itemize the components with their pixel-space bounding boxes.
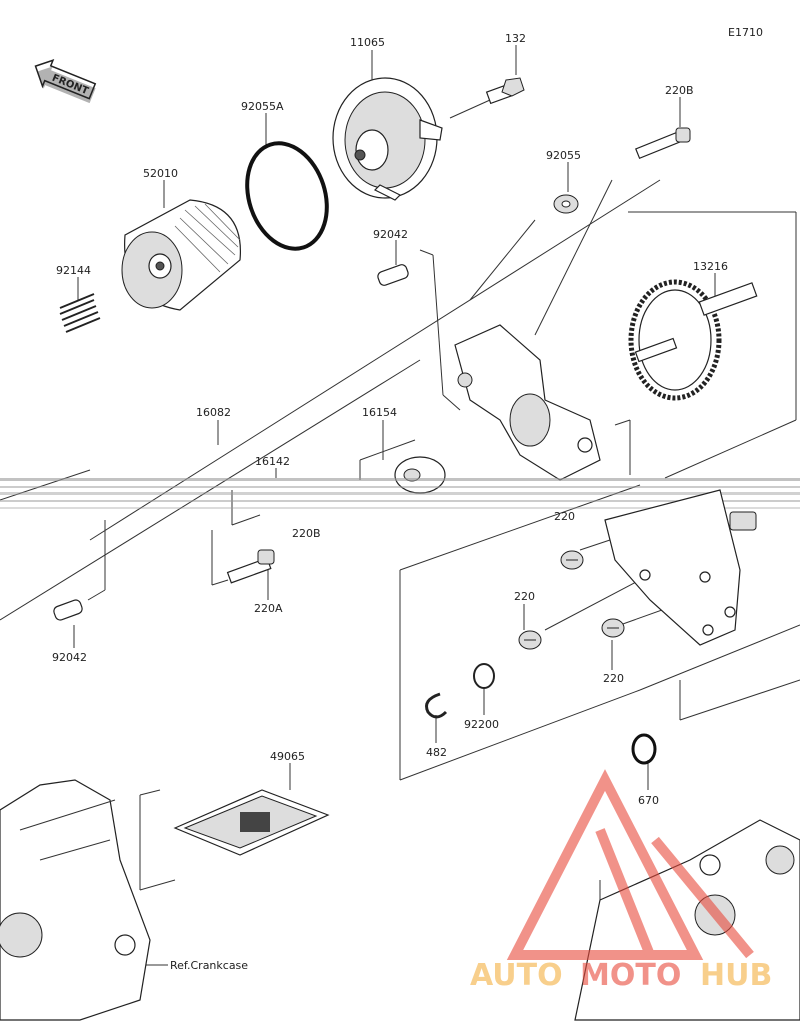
- part-label: 220: [603, 672, 624, 685]
- part-label: 52010: [143, 167, 178, 180]
- part-220-screw-c: [601, 618, 625, 638]
- part-label: 670: [638, 794, 659, 807]
- part-labels: 11065 132 220B 92055A 52010 92055 92144 …: [52, 32, 728, 972]
- part-label: 220A: [254, 602, 283, 615]
- part-92055A-oring: [245, 141, 329, 251]
- part-482-circlip: [425, 692, 448, 719]
- part-label: 92055: [546, 149, 581, 162]
- watermark-moto: MOTO: [580, 958, 681, 993]
- part-label: 92200: [464, 718, 499, 731]
- part-220-screw-a: [560, 550, 584, 570]
- part-label: 220: [554, 510, 575, 523]
- part-label: 49065: [270, 750, 305, 763]
- part-49065-screen: [173, 789, 330, 856]
- scan-artifact-band: [0, 478, 800, 509]
- part-label: 92144: [56, 264, 91, 277]
- ref-crankcase-label: Ref.Crankcase: [170, 959, 248, 972]
- part-670-oring: [631, 733, 657, 765]
- part-92042-pin-bottom: [53, 599, 83, 621]
- front-arrow-icon: FRONT: [34, 59, 97, 104]
- part-label: 482: [426, 746, 447, 759]
- part-label: 11065: [350, 36, 385, 49]
- crankcase-left: [0, 779, 151, 1021]
- part-220A-bolt: [226, 549, 275, 584]
- part-52010-filter: [121, 199, 241, 311]
- part-13216-gear: [628, 279, 758, 401]
- part-label: 92042: [373, 228, 408, 241]
- part-92055-washer: [553, 194, 579, 214]
- part-220B-bolt: [635, 127, 691, 160]
- label-leaders: [73, 45, 716, 966]
- part-label: 92042: [52, 651, 87, 664]
- part-16082-pump-body: [454, 324, 601, 481]
- part-92042-pin: [377, 264, 409, 286]
- part-label: 92055A: [241, 100, 284, 113]
- part-11065-cover: [332, 77, 443, 201]
- part-label: 220: [514, 590, 535, 603]
- part-label: 13216: [693, 260, 728, 273]
- part-label: 132: [505, 32, 526, 45]
- part-220-screw-b: [518, 630, 542, 650]
- automotohub-watermark: AUTO MOTO HUB: [470, 769, 772, 993]
- part-92200-washer: [473, 663, 495, 689]
- part-label: 220B: [665, 84, 694, 97]
- part-label: 16154: [362, 406, 397, 419]
- part-label: 220B: [292, 527, 321, 540]
- watermark-hub: HUB: [700, 958, 772, 993]
- part-label: 16142: [255, 455, 290, 468]
- part-92144-spring: [59, 293, 101, 333]
- watermark-auto: AUTO: [470, 958, 563, 993]
- leader-lines: [0, 99, 800, 920]
- part-label: 16082: [196, 406, 231, 419]
- diagram-code: E1710: [728, 26, 763, 39]
- part-pump-cover-plate: [604, 489, 757, 646]
- part-132-bolt: [485, 77, 525, 105]
